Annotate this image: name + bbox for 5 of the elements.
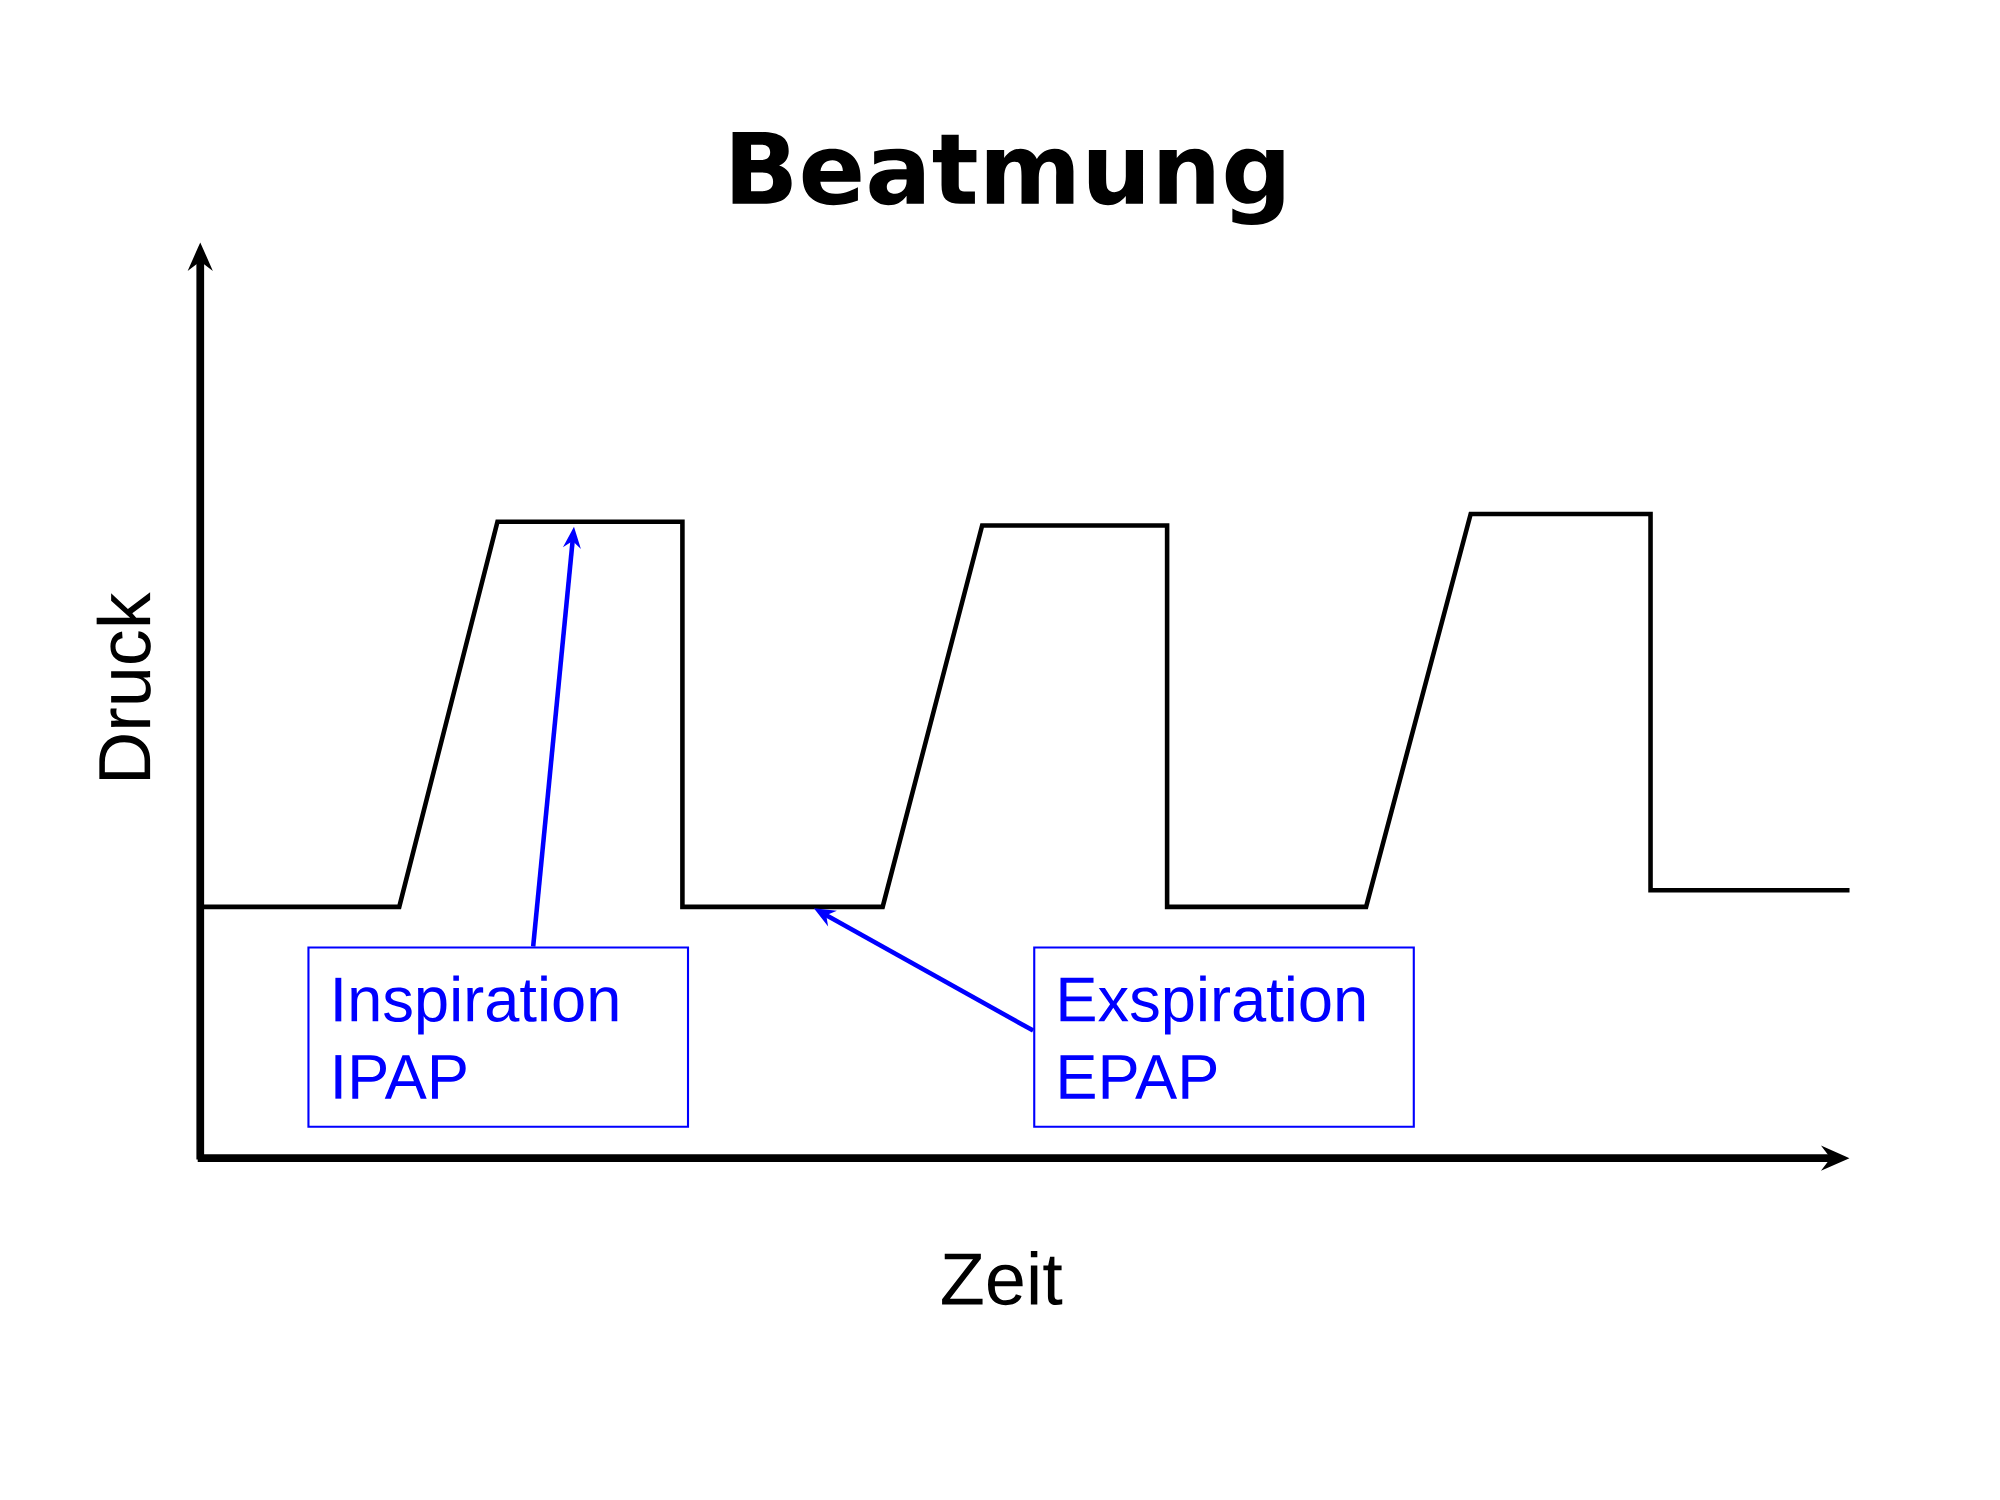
text-box: Inspiration IPAP [307,946,690,1128]
axis-label: Druck [96,592,151,780]
title: Beatmung [732,132,1284,226]
text-box: Exspiration EPAP [1033,946,1415,1128]
axis-label: Zeit [942,1250,1063,1306]
